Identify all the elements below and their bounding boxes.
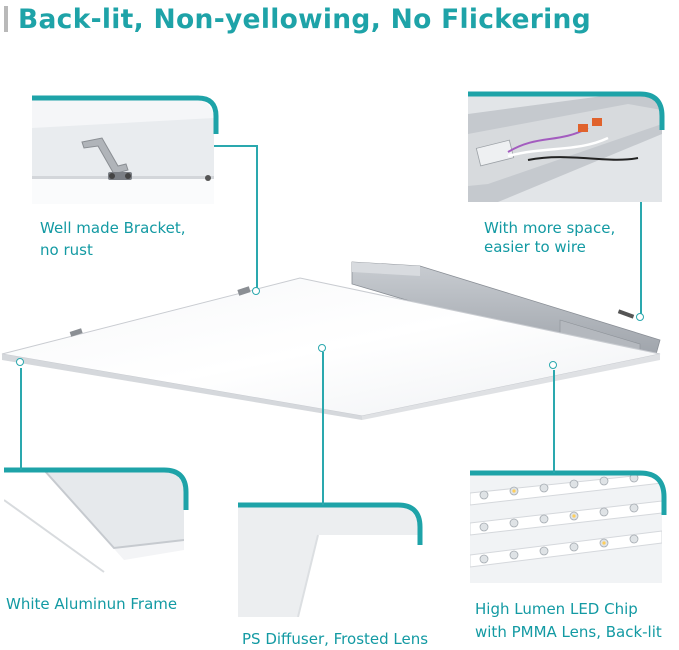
bracket-detail-image <box>32 98 214 204</box>
frame-caption: White Aluminun Frame <box>6 595 178 613</box>
wiring-caption-line1: With more space, <box>484 219 616 237</box>
wiring-detail-image <box>468 94 662 202</box>
led-chip-caption-line2: with PMMA Lens, Back-lit <box>475 623 662 641</box>
diffuser-caption: PS Diffuser, Frosted Lens <box>242 630 429 648</box>
diffuser-leader-line <box>322 352 324 505</box>
bracket-caption-line2: no rust <box>40 241 93 259</box>
diffuser-detail-image <box>238 505 418 617</box>
led-chip-caption-line1: High Lumen LED Chip <box>475 600 638 618</box>
frame-detail-image <box>4 470 184 578</box>
page-title: Back-lit, Non-yellowing, No Flickering <box>18 4 591 35</box>
led-chip-leader-line <box>553 370 555 473</box>
led-chip-leader-dot <box>549 361 557 369</box>
diffuser-leader-dot <box>318 344 326 352</box>
bracket-leader-dot <box>252 287 260 295</box>
bracket-leader-line-vertical <box>256 145 258 288</box>
led-panel-illustration <box>1 261 661 420</box>
bracket-caption-line1: Well made Bracket, <box>40 219 186 237</box>
led-strip-graphic <box>470 473 662 583</box>
led-chip-detail-image <box>470 473 662 583</box>
wiring-caption-line2: easier to wire <box>484 238 586 256</box>
wiring-leader-dot <box>636 313 644 321</box>
frame-leader-dot <box>16 358 24 366</box>
wiring-leader-line <box>640 202 642 314</box>
title-accent-bar <box>4 6 8 32</box>
bracket-leader-line <box>214 145 257 147</box>
frame-leader-line <box>20 368 22 470</box>
